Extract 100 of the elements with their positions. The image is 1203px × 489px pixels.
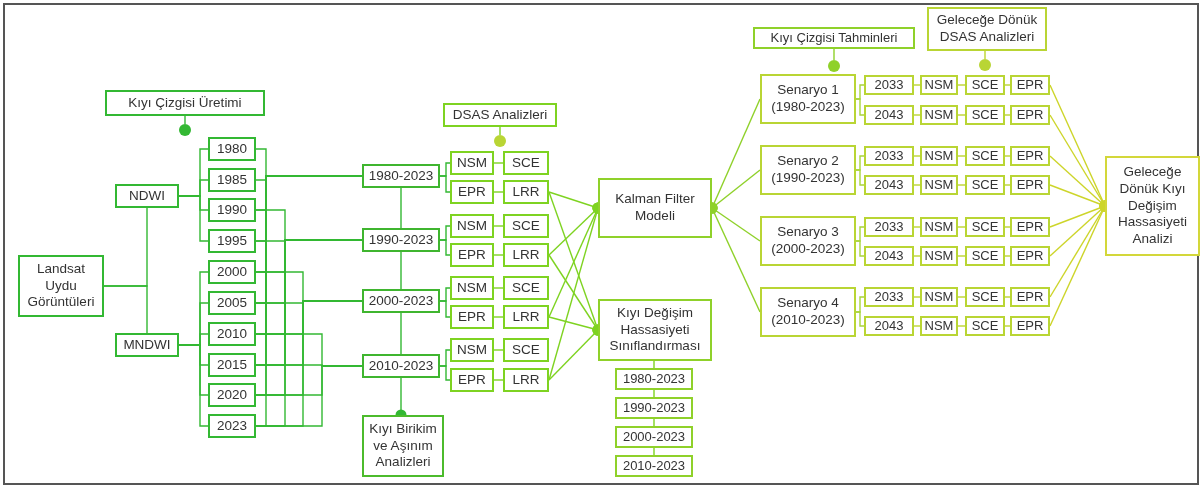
connector xyxy=(913,325,921,327)
connector xyxy=(913,296,921,298)
connector xyxy=(439,239,451,256)
connector xyxy=(1004,184,1011,186)
process-box: 1990-2023 xyxy=(362,228,440,252)
connector xyxy=(493,287,504,289)
process-box: SCE xyxy=(503,276,549,300)
connector xyxy=(984,50,986,60)
process-box: LRR xyxy=(503,305,549,329)
process-box: Senaryo 1 (1980-2023) xyxy=(760,74,856,124)
process-box: SCE xyxy=(965,287,1005,307)
connector xyxy=(493,225,504,227)
process-box: EPR xyxy=(1010,75,1050,95)
process-box: Kalman Filter Modeli xyxy=(598,178,712,238)
process-box: EPR xyxy=(1010,146,1050,166)
connector xyxy=(913,226,921,228)
process-box: SCE xyxy=(503,151,549,175)
process-box: 1980 xyxy=(208,137,256,161)
heading-box: Geleceğe Dönük DSAS Analizleri xyxy=(927,7,1047,51)
process-box: LRR xyxy=(503,180,549,204)
process-box: 1990 xyxy=(208,198,256,222)
process-box: NSM xyxy=(450,151,494,175)
connector xyxy=(913,155,921,157)
process-box: SCE xyxy=(965,105,1005,125)
process-box: 1985 xyxy=(208,168,256,192)
process-box: 2005 xyxy=(208,291,256,315)
process-box: Kıyı Birikim ve Aşınım Analizleri xyxy=(362,415,444,477)
connector xyxy=(103,285,148,334)
heading-box: DSAS Analizleri xyxy=(443,103,557,127)
connector xyxy=(1004,325,1011,327)
process-box: SCE xyxy=(503,214,549,238)
process-box: 2043 xyxy=(864,246,914,266)
process-box: SCE xyxy=(965,75,1005,95)
connector xyxy=(493,349,504,351)
process-box: 1980-2023 xyxy=(615,368,693,390)
process-box: EPR xyxy=(450,180,494,204)
connector xyxy=(833,48,835,61)
process-box: 2015 xyxy=(208,353,256,377)
process-box: Senaryo 4 (2010-2023) xyxy=(760,287,856,337)
process-box: NSM xyxy=(920,316,958,336)
connector xyxy=(957,114,966,116)
process-box: 2043 xyxy=(864,175,914,195)
connector xyxy=(1004,84,1011,86)
process-box: 2033 xyxy=(864,217,914,237)
connector xyxy=(957,155,966,157)
connector xyxy=(957,325,966,327)
connector xyxy=(957,296,966,298)
process-box: 2033 xyxy=(864,75,914,95)
process-box: SCE xyxy=(965,217,1005,237)
process-box: EPR xyxy=(1010,287,1050,307)
process-box: Senaryo 3 (2000-2023) xyxy=(760,216,856,266)
process-box: SCE xyxy=(965,146,1005,166)
process-box: MNDWI xyxy=(115,333,179,357)
process-box: 2010 xyxy=(208,322,256,346)
process-box: NSM xyxy=(920,217,958,237)
connector xyxy=(493,379,504,381)
connector xyxy=(1004,114,1011,116)
connector xyxy=(855,311,865,327)
connector xyxy=(913,114,921,116)
connector xyxy=(855,169,865,186)
process-box: NSM xyxy=(450,214,494,238)
connector xyxy=(653,389,655,398)
connector xyxy=(913,84,921,86)
connector xyxy=(653,418,655,427)
process-box: 2023 xyxy=(208,414,256,438)
connector xyxy=(1004,155,1011,157)
process-box: LRR xyxy=(503,368,549,392)
connector xyxy=(493,254,504,256)
connector xyxy=(1004,296,1011,298)
process-box: 2020 xyxy=(208,383,256,407)
connector xyxy=(400,187,402,229)
connector xyxy=(178,195,209,242)
process-box: EPR xyxy=(1010,175,1050,195)
process-box: NSM xyxy=(450,338,494,362)
process-box: NSM xyxy=(920,246,958,266)
process-box: EPR xyxy=(1010,217,1050,237)
process-box: Geleceğe Dönük Kıyı Değişim Hassasiyeti Analizi xyxy=(1105,156,1200,256)
process-box: Landsat Uydu Görüntüleri xyxy=(18,255,104,317)
process-box: NSM xyxy=(450,276,494,300)
connector xyxy=(439,300,451,318)
connector xyxy=(957,184,966,186)
process-box: 2000 xyxy=(208,260,256,284)
process-box: SCE xyxy=(965,316,1005,336)
process-box: SCE xyxy=(503,338,549,362)
process-box: NDWI xyxy=(115,184,179,208)
process-box: EPR xyxy=(450,368,494,392)
process-box: 2000-2023 xyxy=(362,289,440,313)
process-box: 2043 xyxy=(864,316,914,336)
connector xyxy=(957,255,966,257)
connector xyxy=(855,240,865,257)
process-box: NSM xyxy=(920,146,958,166)
process-box: NSM xyxy=(920,105,958,125)
process-box: EPR xyxy=(450,243,494,267)
process-box: 1995 xyxy=(208,229,256,253)
connector xyxy=(400,312,402,355)
connector xyxy=(913,184,921,186)
connector xyxy=(184,115,186,125)
connector xyxy=(653,447,655,456)
process-box: 2010-2023 xyxy=(362,354,440,378)
process-box: 2010-2023 xyxy=(615,455,693,477)
